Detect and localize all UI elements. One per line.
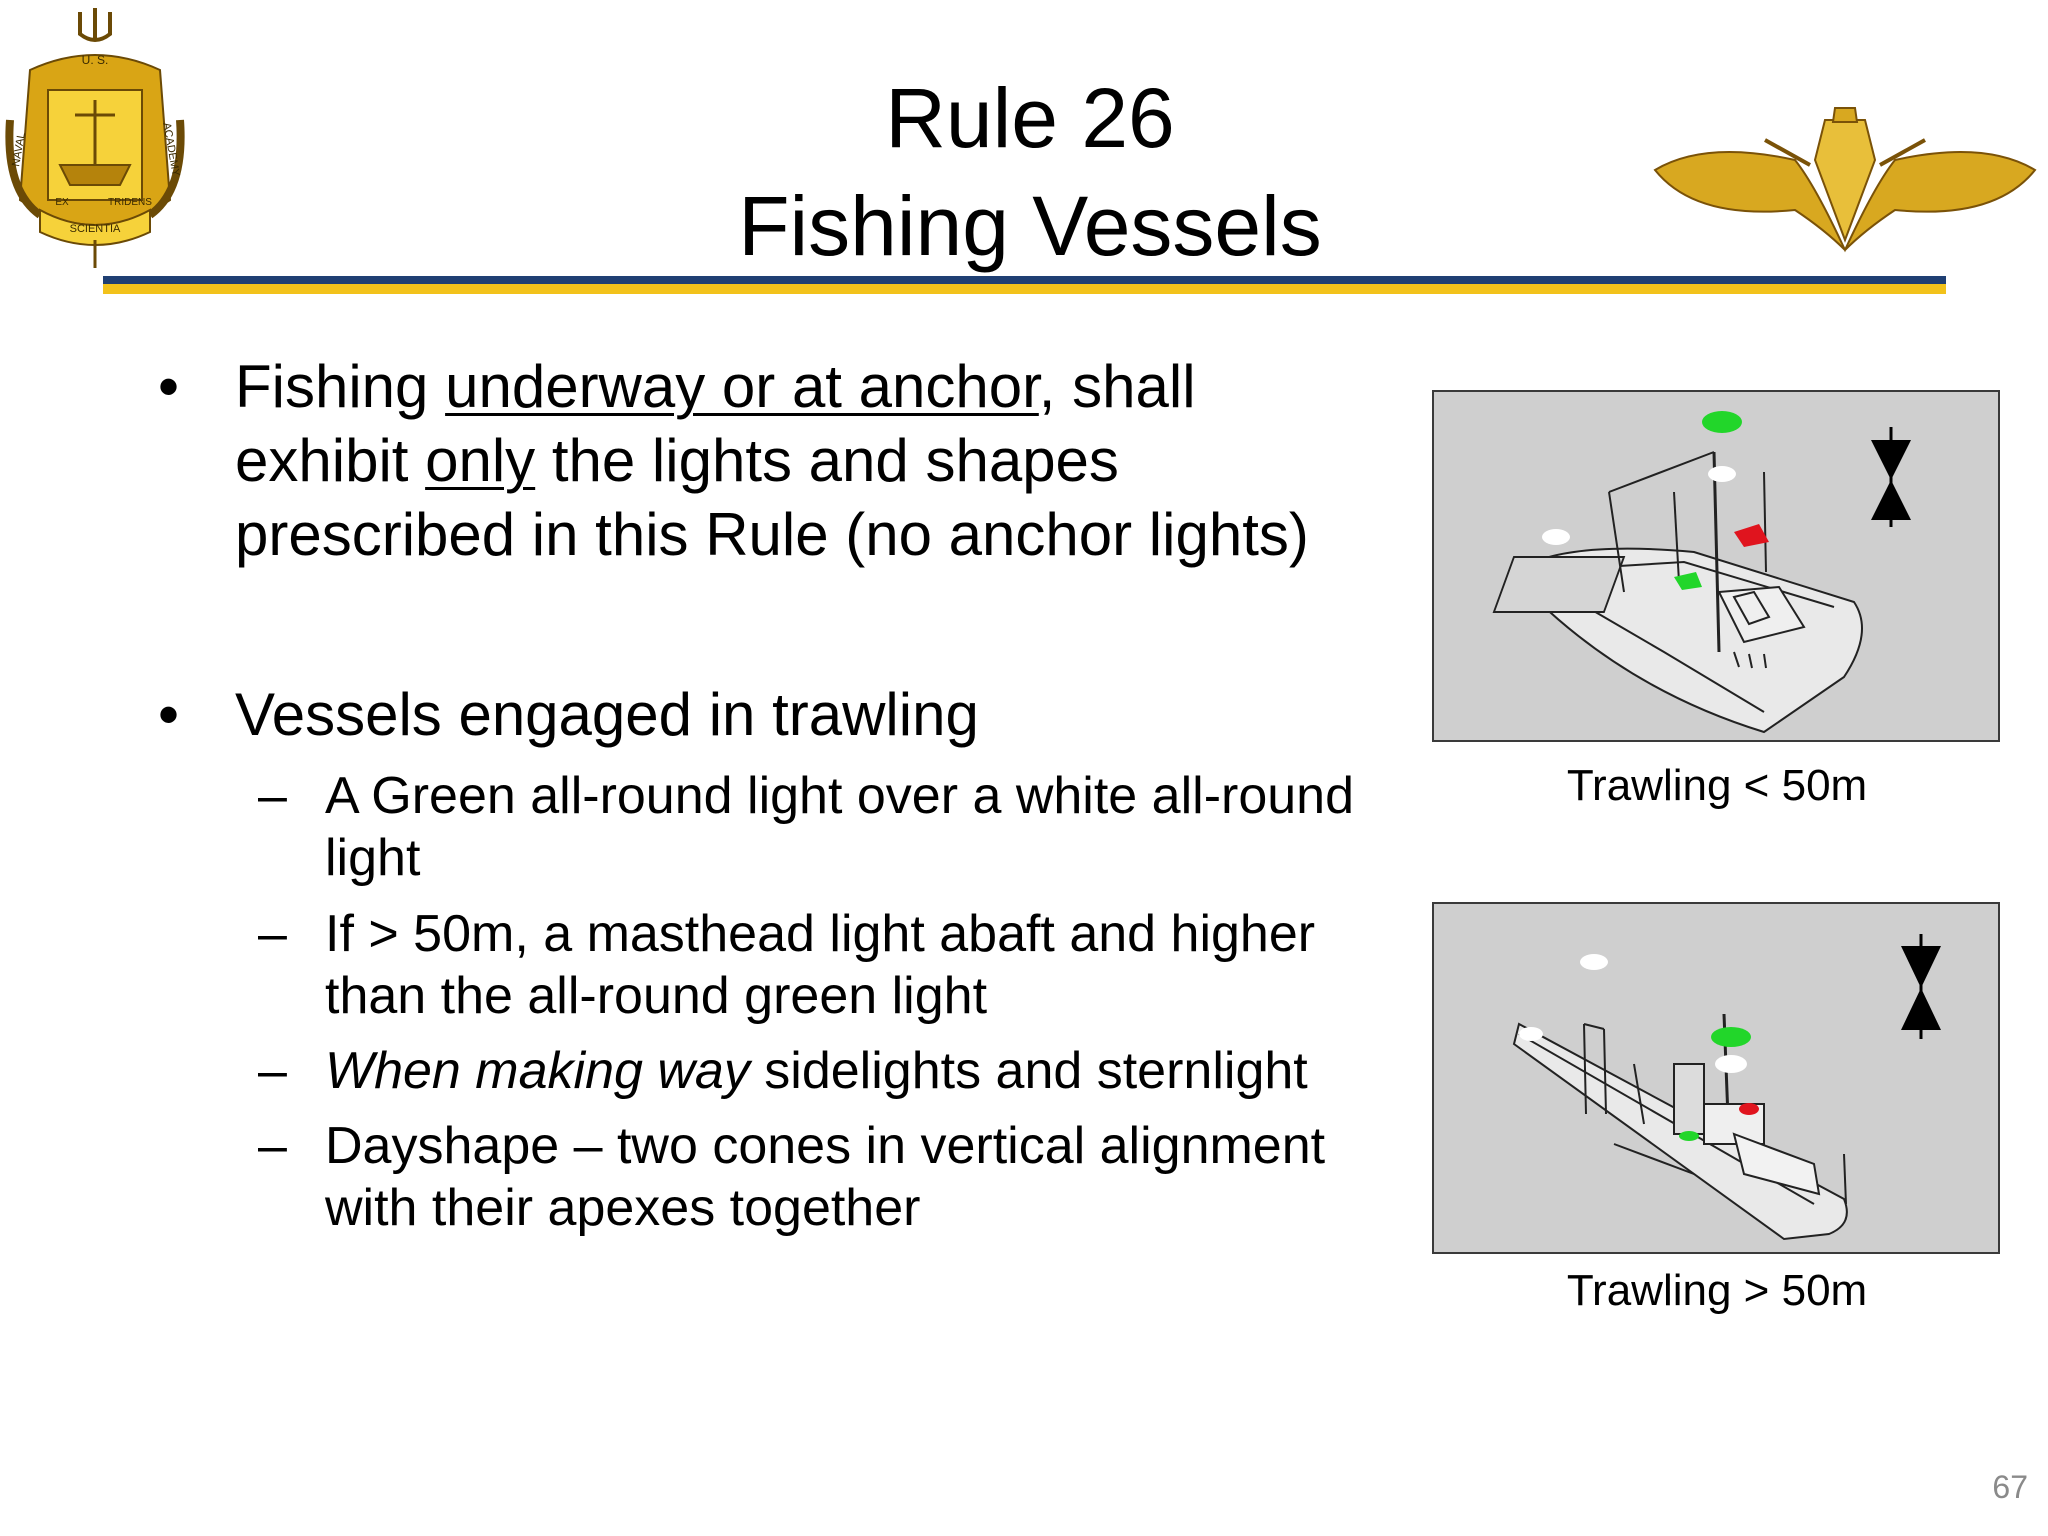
sub-bullet-dash: –: [258, 1042, 287, 1100]
sub-bullet-1-line-1: A Green all-round light over a white all…: [325, 767, 1355, 825]
title-line-2: Fishing Vessels: [738, 179, 1322, 273]
sub-bullet-3: When making way sidelights and sternligh…: [325, 1040, 1405, 1102]
sub-bullet-1: A Green all-round light over a white all…: [325, 765, 1405, 889]
sub-bullet-4: Dayshape – two cones in vertical alignme…: [325, 1115, 1405, 1239]
bullet-1-text: Fishing underway or at anchor, shall exh…: [235, 350, 1405, 572]
stern-light: [1542, 529, 1570, 545]
crest-text-ex: EX: [55, 197, 69, 208]
trawler-under-50m-illustration: [1492, 411, 1911, 734]
dayshape-two-cones: [1871, 427, 1911, 527]
title-line-1: Rule 26: [885, 71, 1175, 165]
bullet-dot: •: [158, 681, 180, 748]
dayshape-two-cones: [1901, 934, 1941, 1039]
bullet-1-post: the lights and shapes: [535, 427, 1119, 494]
crest-text-naval: NAVAL: [10, 131, 28, 167]
trawler-over-50m-illustration: [1512, 934, 1941, 1241]
crest-text-us: U. S.: [82, 53, 109, 67]
trawler-over-50m-figure: [1432, 902, 2000, 1254]
underlined-only: only: [425, 427, 536, 494]
sub-bullet-3-italic: When making way: [325, 1042, 750, 1100]
sub-bullet-3-rest: sidelights and sternlight: [749, 1042, 1308, 1100]
sub-bullet-2: If > 50m, a masthead light abaft and hig…: [325, 903, 1405, 1027]
green-all-round-light: [1702, 411, 1742, 433]
crest-text-scientia: SCIENTIA: [70, 223, 121, 235]
crest-text-tridens: TRIDENS: [108, 197, 152, 208]
bullet-2-text: Vessels engaged in trawling: [235, 681, 979, 748]
sub-bullet-4-line-1: Dayshape – two cones in vertical alignme…: [325, 1117, 1326, 1175]
trawler-under-50m-figure: [1432, 390, 2000, 742]
page-number: 67: [1992, 1469, 2028, 1505]
sub-bullet-2-line-2: than the all-round green light: [325, 967, 988, 1025]
underlined-underway-or-at-anchor: underway or at anchor: [445, 353, 1039, 420]
title-rule-blue: [103, 276, 1946, 284]
bullet-1-pre: Fishing: [235, 353, 446, 420]
figure-1-caption: Trawling < 50m: [1566, 761, 1868, 810]
starboard-sidelight: [1674, 572, 1702, 590]
surface-warfare-pin-logo: [1653, 107, 2037, 253]
naval-academy-crest-logo: U. S. NAVAL ACADEMY EX TRIDENS SCIENTIA: [5, 8, 185, 268]
slide-title: Rule 26 Fishing Vessels: [600, 64, 1460, 280]
title-rule-gold: [103, 284, 1946, 294]
masthead-light: [1580, 954, 1608, 970]
port-sidelight: [1739, 1103, 1759, 1115]
bullet-1-mid: , shall: [1038, 353, 1196, 420]
sub-bullet-4-line-2: with their apexes together: [325, 1179, 921, 1237]
white-all-round-light: [1708, 466, 1736, 482]
figure-2-caption: Trawling > 50m: [1566, 1266, 1868, 1315]
sub-bullet-1-line-2: light: [325, 829, 421, 887]
starboard-sidelight: [1679, 1131, 1699, 1141]
white-all-round-light: [1715, 1055, 1747, 1073]
sub-bullet-dash: –: [258, 1117, 287, 1175]
green-all-round-light: [1711, 1027, 1751, 1047]
bullet-1-line-3: prescribed in this Rule (no anchor light…: [235, 501, 1309, 568]
sub-bullet-dash: –: [258, 767, 287, 825]
bullet-dot: •: [158, 353, 180, 420]
stern-light: [1519, 1027, 1543, 1041]
bullet-1-mid2: exhibit: [235, 427, 426, 494]
port-sidelight: [1734, 524, 1769, 547]
sub-bullet-dash: –: [258, 905, 287, 963]
sub-bullet-2-line-1: If > 50m, a masthead light abaft and hig…: [325, 905, 1316, 963]
